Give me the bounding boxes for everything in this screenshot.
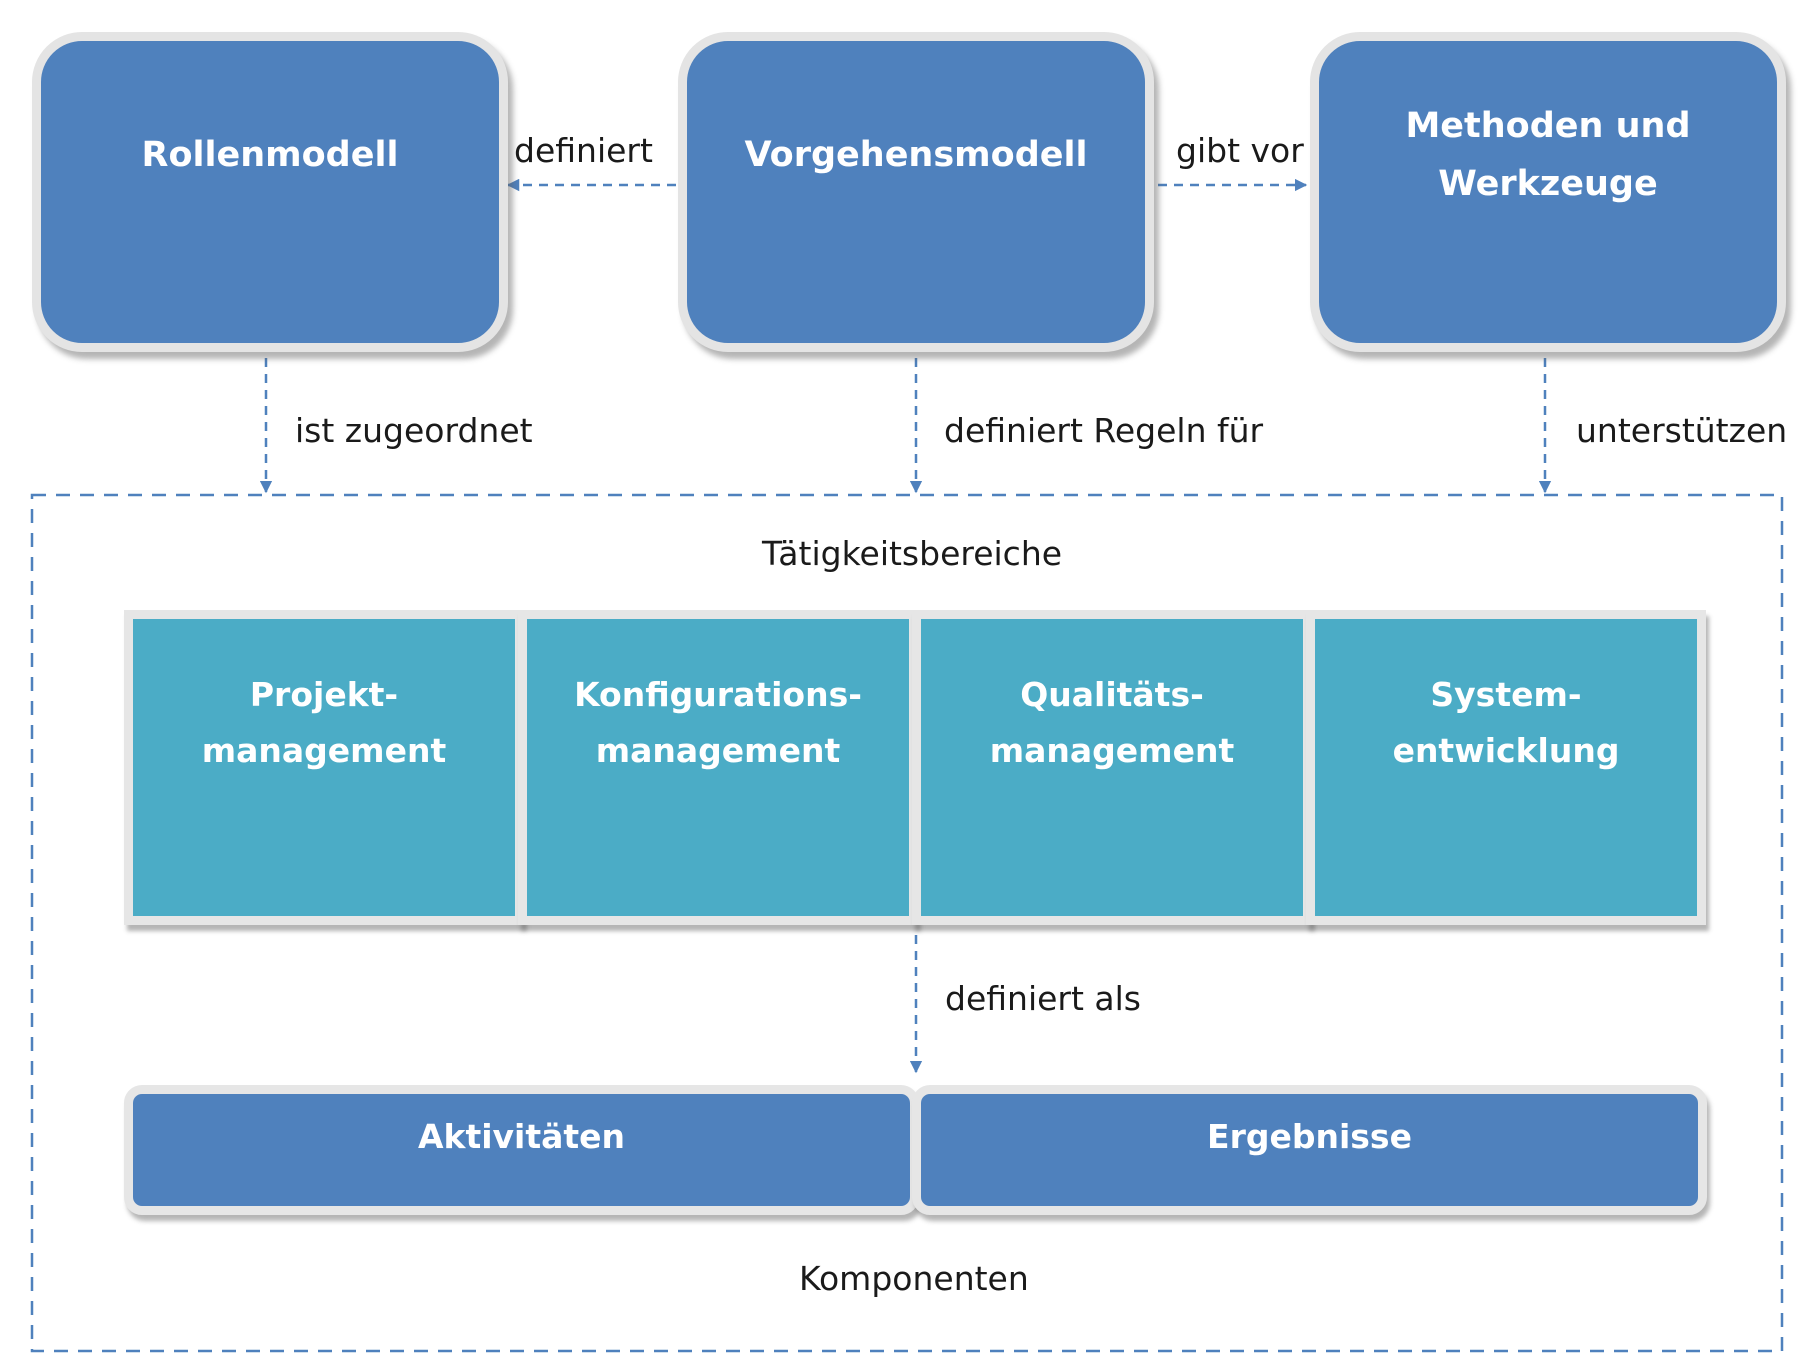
activity-qualitaetsmanagement[interactable]: Qualitäts-management [912, 610, 1312, 925]
activity-konfigurationsmanagement-label: Konfigurations-management [574, 674, 862, 770]
edge-label-definiert-als: definiert als [945, 979, 1142, 1018]
node-vorgehensmodell-label: Vorgehensmodell [744, 134, 1088, 175]
node-methoden-und-werkzeuge[interactable]: Methoden und Werkzeuge [1310, 32, 1786, 352]
container-title: Tätigkeitsbereiche [762, 534, 1063, 573]
edge-label-definiert-regeln: definiert Regeln für [944, 411, 1264, 450]
component-ergebnisse[interactable]: Ergebnisse [912, 1085, 1707, 1215]
activity-projektmanagement-label: Projekt-management [201, 674, 447, 770]
node-rollenmodell[interactable]: Rollenmodell [32, 32, 508, 352]
activity-konfigurationsmanagement[interactable]: Konfigurations-management [518, 610, 918, 925]
activity-systementwicklung[interactable]: System-entwicklung [1306, 610, 1706, 925]
node-vorgehensmodell[interactable]: Vorgehensmodell [678, 32, 1154, 352]
edge-label-definiert: definiert [514, 131, 653, 170]
component-ergebnisse-label: Ergebnisse [1207, 1116, 1412, 1156]
edge-label-gibt-vor: gibt vor [1176, 131, 1304, 170]
component-aktivitaeten-label: Aktivitäten [417, 1116, 626, 1156]
activity-systementwicklung-label: System-entwicklung [1392, 674, 1620, 770]
activity-projektmanagement[interactable]: Projekt-management [124, 610, 524, 925]
activity-qualitaetsmanagement-label: Qualitäts-management [989, 674, 1235, 770]
edge-label-ist-zugeordnet: ist zugeordnet [295, 411, 533, 450]
component-aktivitaeten[interactable]: Aktivitäten [124, 1085, 919, 1215]
node-rollenmodell-label: Rollenmodell [141, 134, 399, 175]
node-methoden-label: Methoden und Werkzeuge [1405, 105, 1691, 204]
edge-label-unterstuetzen: unterstützen [1576, 411, 1788, 450]
container-footer: Komponenten [799, 1259, 1029, 1298]
